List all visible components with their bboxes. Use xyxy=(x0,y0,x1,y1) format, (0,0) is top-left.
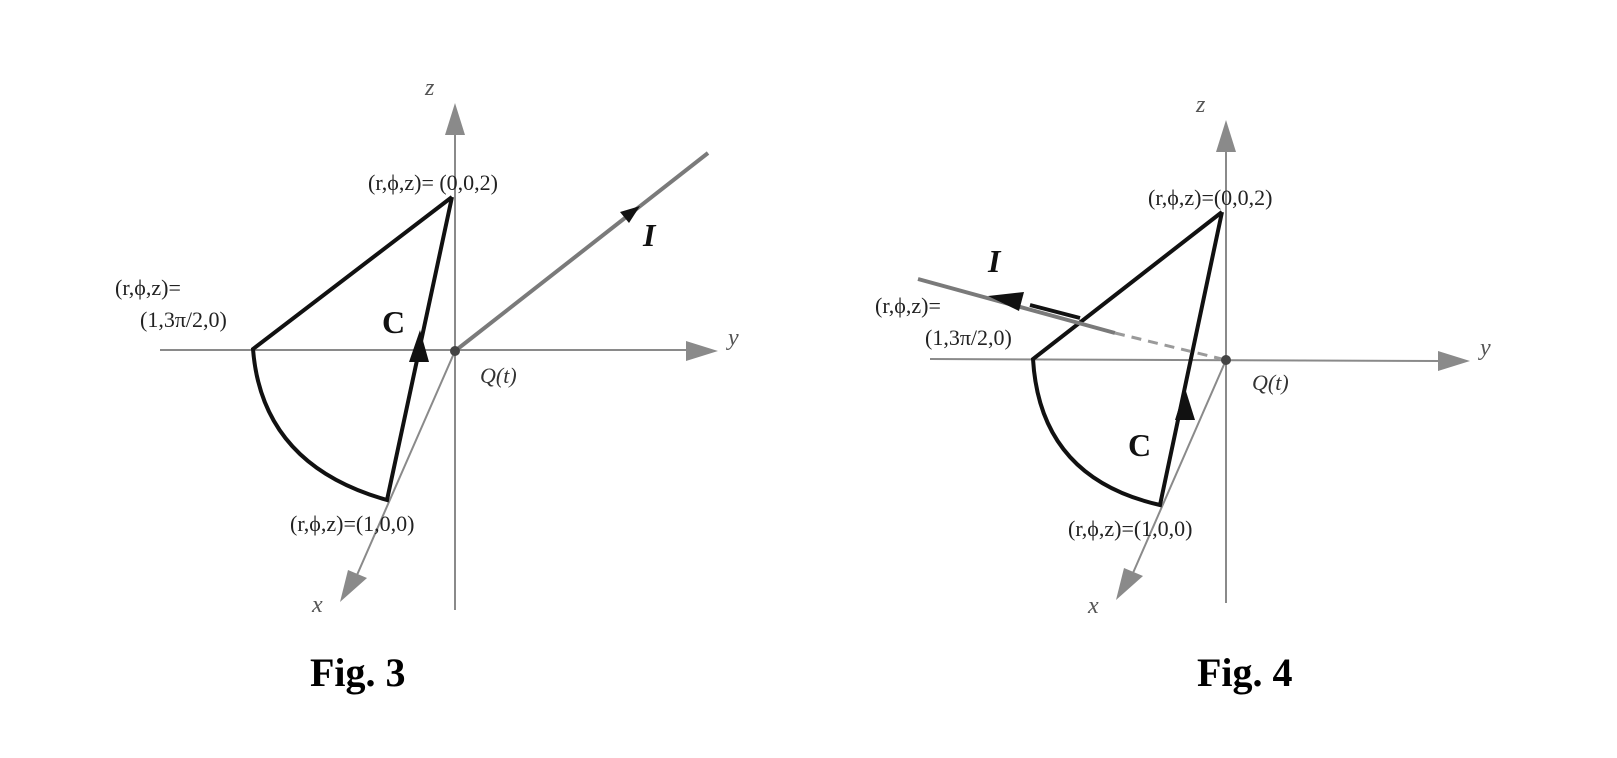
fig3-z-axis xyxy=(445,103,465,610)
fig3-y-axis-label: y xyxy=(726,325,739,351)
fig3-x-axis-label: x xyxy=(311,592,323,618)
fig3-x-axis xyxy=(340,350,456,602)
fig4-point-left-label-2: (1,3π/2,0) xyxy=(925,325,1012,350)
fig3-point-left-label-2: (1,3π/2,0) xyxy=(140,307,227,332)
fig4-point-top-label: (r,ϕ,z)=(0,0,2) xyxy=(1148,185,1273,210)
fig3-curve-label: C xyxy=(382,304,405,340)
fig3-point-top-label: (r,ϕ,z)= (0,0,2) xyxy=(368,170,498,195)
fig3-origin-point xyxy=(450,346,460,356)
fig3-origin-label: Q(t) xyxy=(480,363,517,388)
fig4-z-axis-label: z xyxy=(1195,92,1206,118)
fig4-point-bottom-label: (r,ϕ,z)=(1,0,0) xyxy=(1068,516,1193,541)
fig4-origin-label: Q(t) xyxy=(1252,370,1289,395)
fig3-point-left-label-1: (r,ϕ,z)= xyxy=(115,275,181,300)
fig3-z-axis-label: z xyxy=(424,75,435,101)
fig4-x-axis-label: x xyxy=(1087,593,1099,619)
fig3-curve-c xyxy=(250,195,454,503)
fig4-point-left-label-1: (r,ϕ,z)= xyxy=(875,293,941,318)
fig4-current-label: I xyxy=(987,243,1002,279)
fig4-current-line xyxy=(917,277,1227,362)
fig4-y-axis-label: y xyxy=(1478,335,1491,361)
fig4-x-axis xyxy=(1116,359,1227,600)
fig3-y-axis xyxy=(160,341,718,361)
fig4-caption: Fig. 4 xyxy=(1197,650,1293,695)
figure-3: z y x Q(t) C I (r,ϕ,z)= (0,0,2) (r,ϕ,z)=… xyxy=(115,75,739,695)
fig3-current-label: I xyxy=(642,217,657,253)
figure-4: z y x Q(t) C I (r,ϕ,z)=(0,0,2) (r,ϕ,z)= … xyxy=(875,92,1491,695)
fig4-y-axis xyxy=(929,351,1470,371)
fig4-origin-point xyxy=(1221,355,1231,365)
fig4-curve-label: C xyxy=(1128,427,1151,463)
fig4-curve-c xyxy=(1030,210,1224,508)
fig4-z-axis xyxy=(1216,120,1236,603)
fig3-caption: Fig. 3 xyxy=(310,650,406,695)
fig3-point-bottom-label: (r,ϕ,z)=(1,0,0) xyxy=(290,511,415,536)
fig3-current-line xyxy=(453,151,710,353)
